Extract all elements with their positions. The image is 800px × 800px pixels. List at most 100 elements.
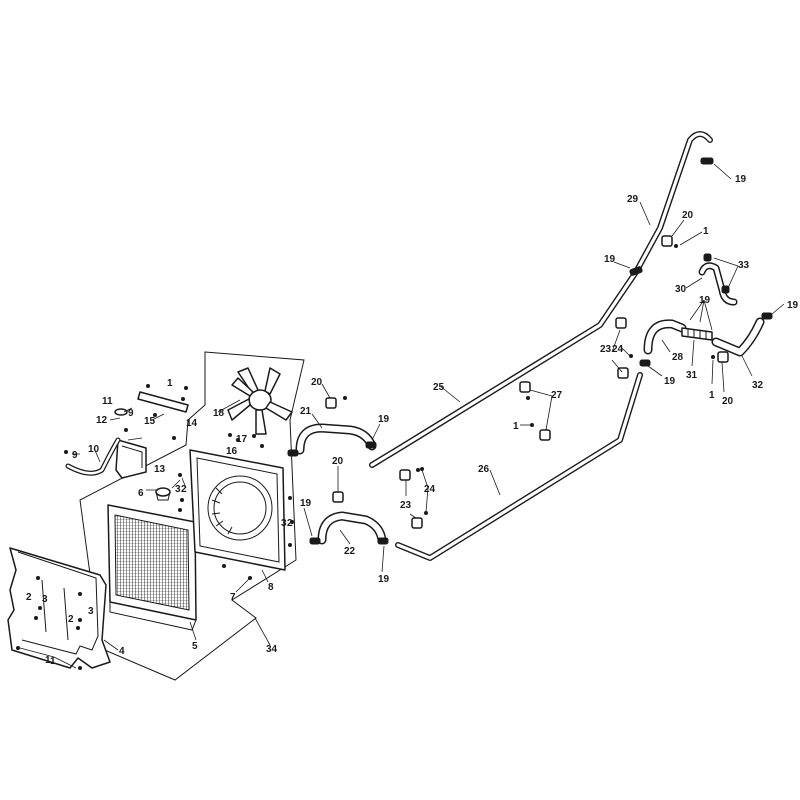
callout-33: 33 xyxy=(738,260,750,271)
callout-1: 1 xyxy=(513,421,519,432)
fan-shroud-part-8 xyxy=(189,449,286,571)
callout-34: 34 xyxy=(266,644,278,655)
callout-20: 20 xyxy=(682,210,694,221)
coolant-pipe-part-26 xyxy=(395,372,643,561)
radiator-shroud-part-4 xyxy=(7,547,111,669)
callout-7: 7 xyxy=(230,592,236,603)
callout-12: 12 xyxy=(96,415,108,426)
hose-part-21 xyxy=(295,423,377,455)
callout-6: 6 xyxy=(138,488,144,499)
clamp-23-right xyxy=(615,317,627,329)
callout-31: 31 xyxy=(686,370,698,381)
callout-9: 9 xyxy=(72,450,78,461)
coolant-pipe-part-29 xyxy=(633,131,713,275)
callout-3: 3 xyxy=(281,518,287,529)
callout-1: 1 xyxy=(45,655,51,666)
callout-19: 19 xyxy=(378,414,390,425)
callout-21: 21 xyxy=(300,406,312,417)
callout-1: 1 xyxy=(50,656,56,667)
hose-part-28 xyxy=(643,319,687,355)
clamp-20-top xyxy=(661,235,673,247)
radiator-part-5 xyxy=(107,504,197,631)
expansion-tank-part-13 xyxy=(115,439,147,479)
callout-9: 9 xyxy=(128,408,134,419)
clamp-27b xyxy=(539,429,551,441)
callout-14: 14 xyxy=(186,418,198,429)
callout-16: 16 xyxy=(226,446,238,457)
callout-4: 4 xyxy=(119,646,125,657)
overflow-hose-part-10 xyxy=(65,437,121,476)
callout-27: 27 xyxy=(551,390,563,401)
callout-28: 28 xyxy=(672,352,684,363)
callout-17: 17 xyxy=(236,434,248,445)
callout-19: 19 xyxy=(787,300,799,311)
callout-20: 20 xyxy=(332,456,344,467)
callout-29: 29 xyxy=(627,194,639,205)
fan-shroud-ring xyxy=(207,475,273,541)
callout-25: 25 xyxy=(433,382,445,393)
clamp-19-21 xyxy=(287,449,299,457)
callout-2: 2 xyxy=(68,614,74,625)
clamp-33b xyxy=(721,285,730,294)
callout-15: 15 xyxy=(144,416,156,427)
callout-20: 20 xyxy=(722,396,734,407)
callout-labels: 19 29 20 1 19 33 30 19 19 23 24 28 31 19… xyxy=(26,174,799,667)
callout-19: 19 xyxy=(735,174,747,185)
callout-26: 26 xyxy=(478,464,490,475)
callout-3: 3 xyxy=(88,606,94,617)
radiator-cap-part-6 xyxy=(155,487,171,501)
clamp-19-22a xyxy=(309,537,321,545)
clamp-19-right xyxy=(761,312,773,320)
callout-2: 2 xyxy=(287,518,293,529)
callout-3: 3 xyxy=(42,594,48,605)
clamps xyxy=(287,157,773,545)
callout-1: 1 xyxy=(703,226,709,237)
hose-part-32 xyxy=(711,317,765,357)
clamp-20-22 xyxy=(332,491,344,503)
hose-part-31 xyxy=(681,327,713,341)
callout-5: 5 xyxy=(192,641,198,652)
callout-22: 22 xyxy=(344,546,356,557)
clamp-19-28 xyxy=(639,359,651,367)
callout-23: 23 xyxy=(400,500,412,511)
hose-part-22 xyxy=(317,511,387,545)
callout-19: 19 xyxy=(378,574,390,585)
callout-2: 2 xyxy=(26,592,32,603)
callout-30: 30 xyxy=(675,284,687,295)
cooling-fan-part-18 xyxy=(227,367,293,435)
callout-10: 10 xyxy=(88,444,100,455)
clamp-27a xyxy=(519,381,531,393)
clamp-33a xyxy=(703,253,712,262)
clamp-19-pipe29 xyxy=(629,266,643,276)
callout-23: 23 xyxy=(600,344,612,355)
clamp-19-22b xyxy=(377,537,389,545)
callout-24: 24 xyxy=(424,484,436,495)
callout-20: 20 xyxy=(311,377,323,388)
callout-13: 13 xyxy=(154,464,166,475)
callout-19: 19 xyxy=(300,498,312,509)
callout-2: 2 xyxy=(181,484,187,495)
callout-32: 32 xyxy=(752,380,764,391)
fasteners xyxy=(16,244,715,670)
clamp-24-mid xyxy=(411,517,423,529)
clamp-19-25 xyxy=(365,441,377,449)
callout-18: 18 xyxy=(213,408,225,419)
callout-1: 1 xyxy=(709,390,715,401)
tank-cap-part-11 xyxy=(114,408,128,416)
callout-19: 19 xyxy=(664,376,676,387)
clamp-20-right xyxy=(717,351,729,363)
callout-24: 24 xyxy=(612,344,624,355)
clamp-23-mid xyxy=(399,469,411,481)
clamp-19-top xyxy=(700,157,714,165)
clamp-20-21 xyxy=(325,397,337,409)
callout-11: 11 xyxy=(102,396,113,407)
callout-19: 19 xyxy=(699,295,711,306)
radiator-core xyxy=(114,514,190,611)
callout-19: 19 xyxy=(604,254,616,265)
callout-1: 1 xyxy=(167,378,173,389)
callout-8: 8 xyxy=(268,582,274,593)
leader-lines xyxy=(19,163,785,669)
tank-bracket-part-14 xyxy=(137,384,189,413)
hose-part-30 xyxy=(698,262,738,306)
